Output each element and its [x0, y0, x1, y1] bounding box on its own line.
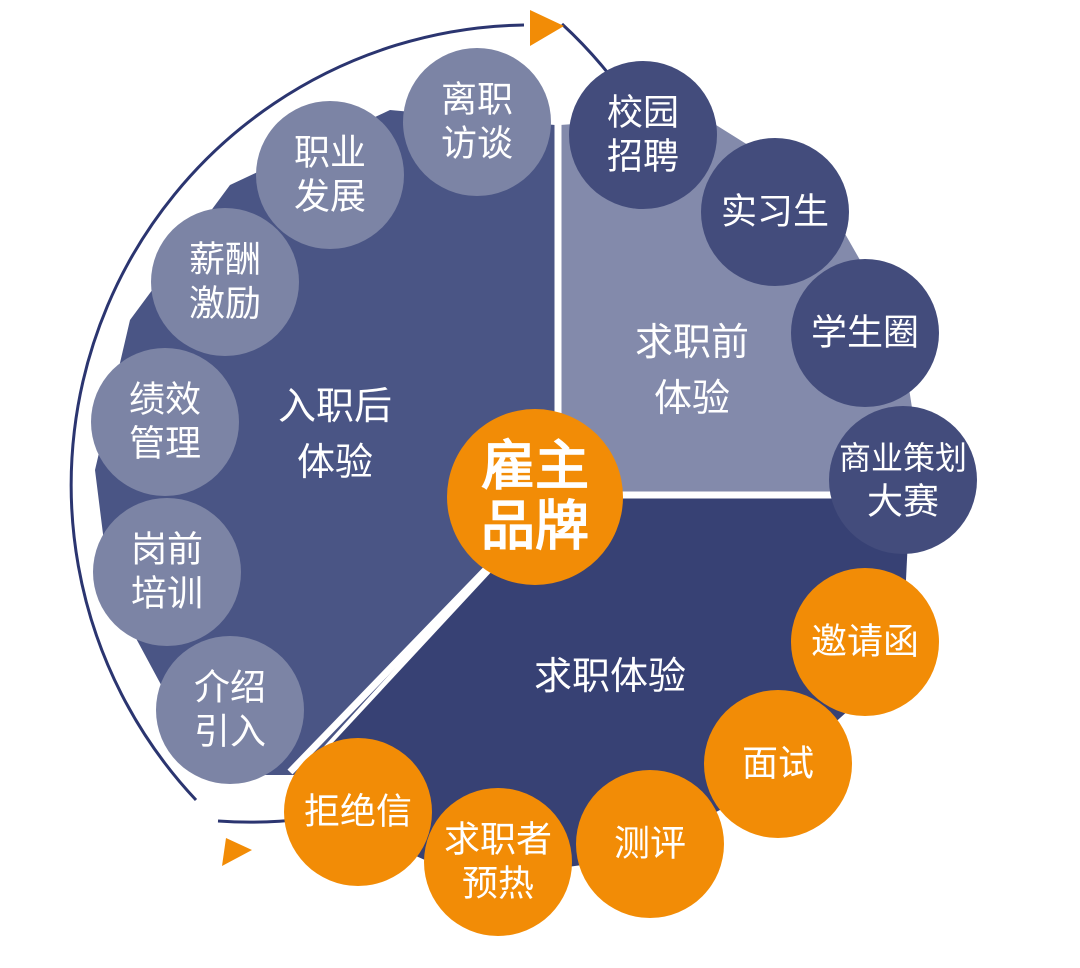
- sector-job-label: 求职体验: [534, 654, 686, 698]
- center-label-2: 品牌: [481, 495, 589, 558]
- bubble-label: 面试: [742, 744, 814, 785]
- bubble-circle: [284, 738, 432, 886]
- bubble-interview: 面试: [704, 690, 852, 838]
- bubble-label: 介绍: [194, 668, 266, 709]
- bubble-label: 激励: [189, 284, 261, 325]
- bubble-circle: [791, 259, 939, 407]
- bubble-label: 校园: [607, 93, 679, 134]
- bubble-label: 管理: [129, 424, 201, 465]
- center-label-1: 雇主: [481, 435, 589, 498]
- bubble-label: 实习生: [721, 192, 829, 233]
- bubble-circle: [256, 101, 404, 249]
- bubble-label: 发展: [294, 177, 366, 218]
- bubble-circle: [569, 61, 717, 209]
- bubble-intern: 实习生: [701, 138, 849, 286]
- bubble-circle: [91, 348, 239, 496]
- bubble-label: 招聘: [607, 137, 679, 178]
- bubble-circle: [156, 636, 304, 784]
- cycle-arrow-top-icon: [530, 10, 564, 46]
- bubble-label: 绩效: [129, 380, 201, 421]
- bubble-label: 大赛: [867, 482, 939, 523]
- bubble-circle: [151, 208, 299, 356]
- bubble-label: 离职: [441, 80, 513, 121]
- sector-post-label-2: 体验: [297, 440, 373, 484]
- bubble-circle: [93, 498, 241, 646]
- bubble-label: 薪酬: [189, 240, 261, 281]
- bubble-circle: [403, 48, 551, 196]
- bubble-label: 拒绝信: [304, 792, 412, 833]
- cycle-arrow-bottom-icon: [222, 838, 252, 866]
- bubble-circle: [701, 138, 849, 286]
- sector-labels: 求职前 体验 求职体验 入职后 体验: [278, 320, 749, 698]
- bubble-rejection-letter: 拒绝信: [284, 738, 432, 886]
- bubble-label: 职业: [294, 133, 366, 174]
- bubble-label: 测评: [614, 824, 686, 865]
- bubble-circle: [829, 406, 977, 554]
- bubble-invitation: 邀请函: [791, 568, 939, 716]
- bubble-label: 商业策划: [839, 439, 967, 477]
- bubble-label: 岗前: [131, 530, 203, 571]
- bubble-circle: [791, 568, 939, 716]
- center-employer-brand: 雇主 品牌: [447, 409, 623, 585]
- bubble-label: 预热: [462, 864, 534, 905]
- sector-post-label-1: 入职后: [278, 384, 392, 428]
- bubble-circle: [424, 788, 572, 936]
- bubble-label: 求职者: [444, 820, 552, 861]
- bubble-label: 学生圈: [811, 313, 919, 354]
- bubble-assessment: 测评: [576, 770, 724, 918]
- bubble-circle: [576, 770, 724, 918]
- bubble-student-circle: 学生圈: [791, 259, 939, 407]
- sector-pre-label-2: 体验: [654, 376, 730, 420]
- bubble-label: 引入: [194, 712, 266, 753]
- bubble-label: 访谈: [441, 124, 513, 165]
- bubble-label: 培训: [131, 574, 203, 615]
- ring-arc-left: [69, 23, 525, 802]
- center-circle: [447, 409, 623, 585]
- sector-pre-label-1: 求职前: [635, 320, 749, 364]
- bubble-circle: [704, 690, 852, 838]
- bubble-label: 邀请函: [811, 622, 919, 663]
